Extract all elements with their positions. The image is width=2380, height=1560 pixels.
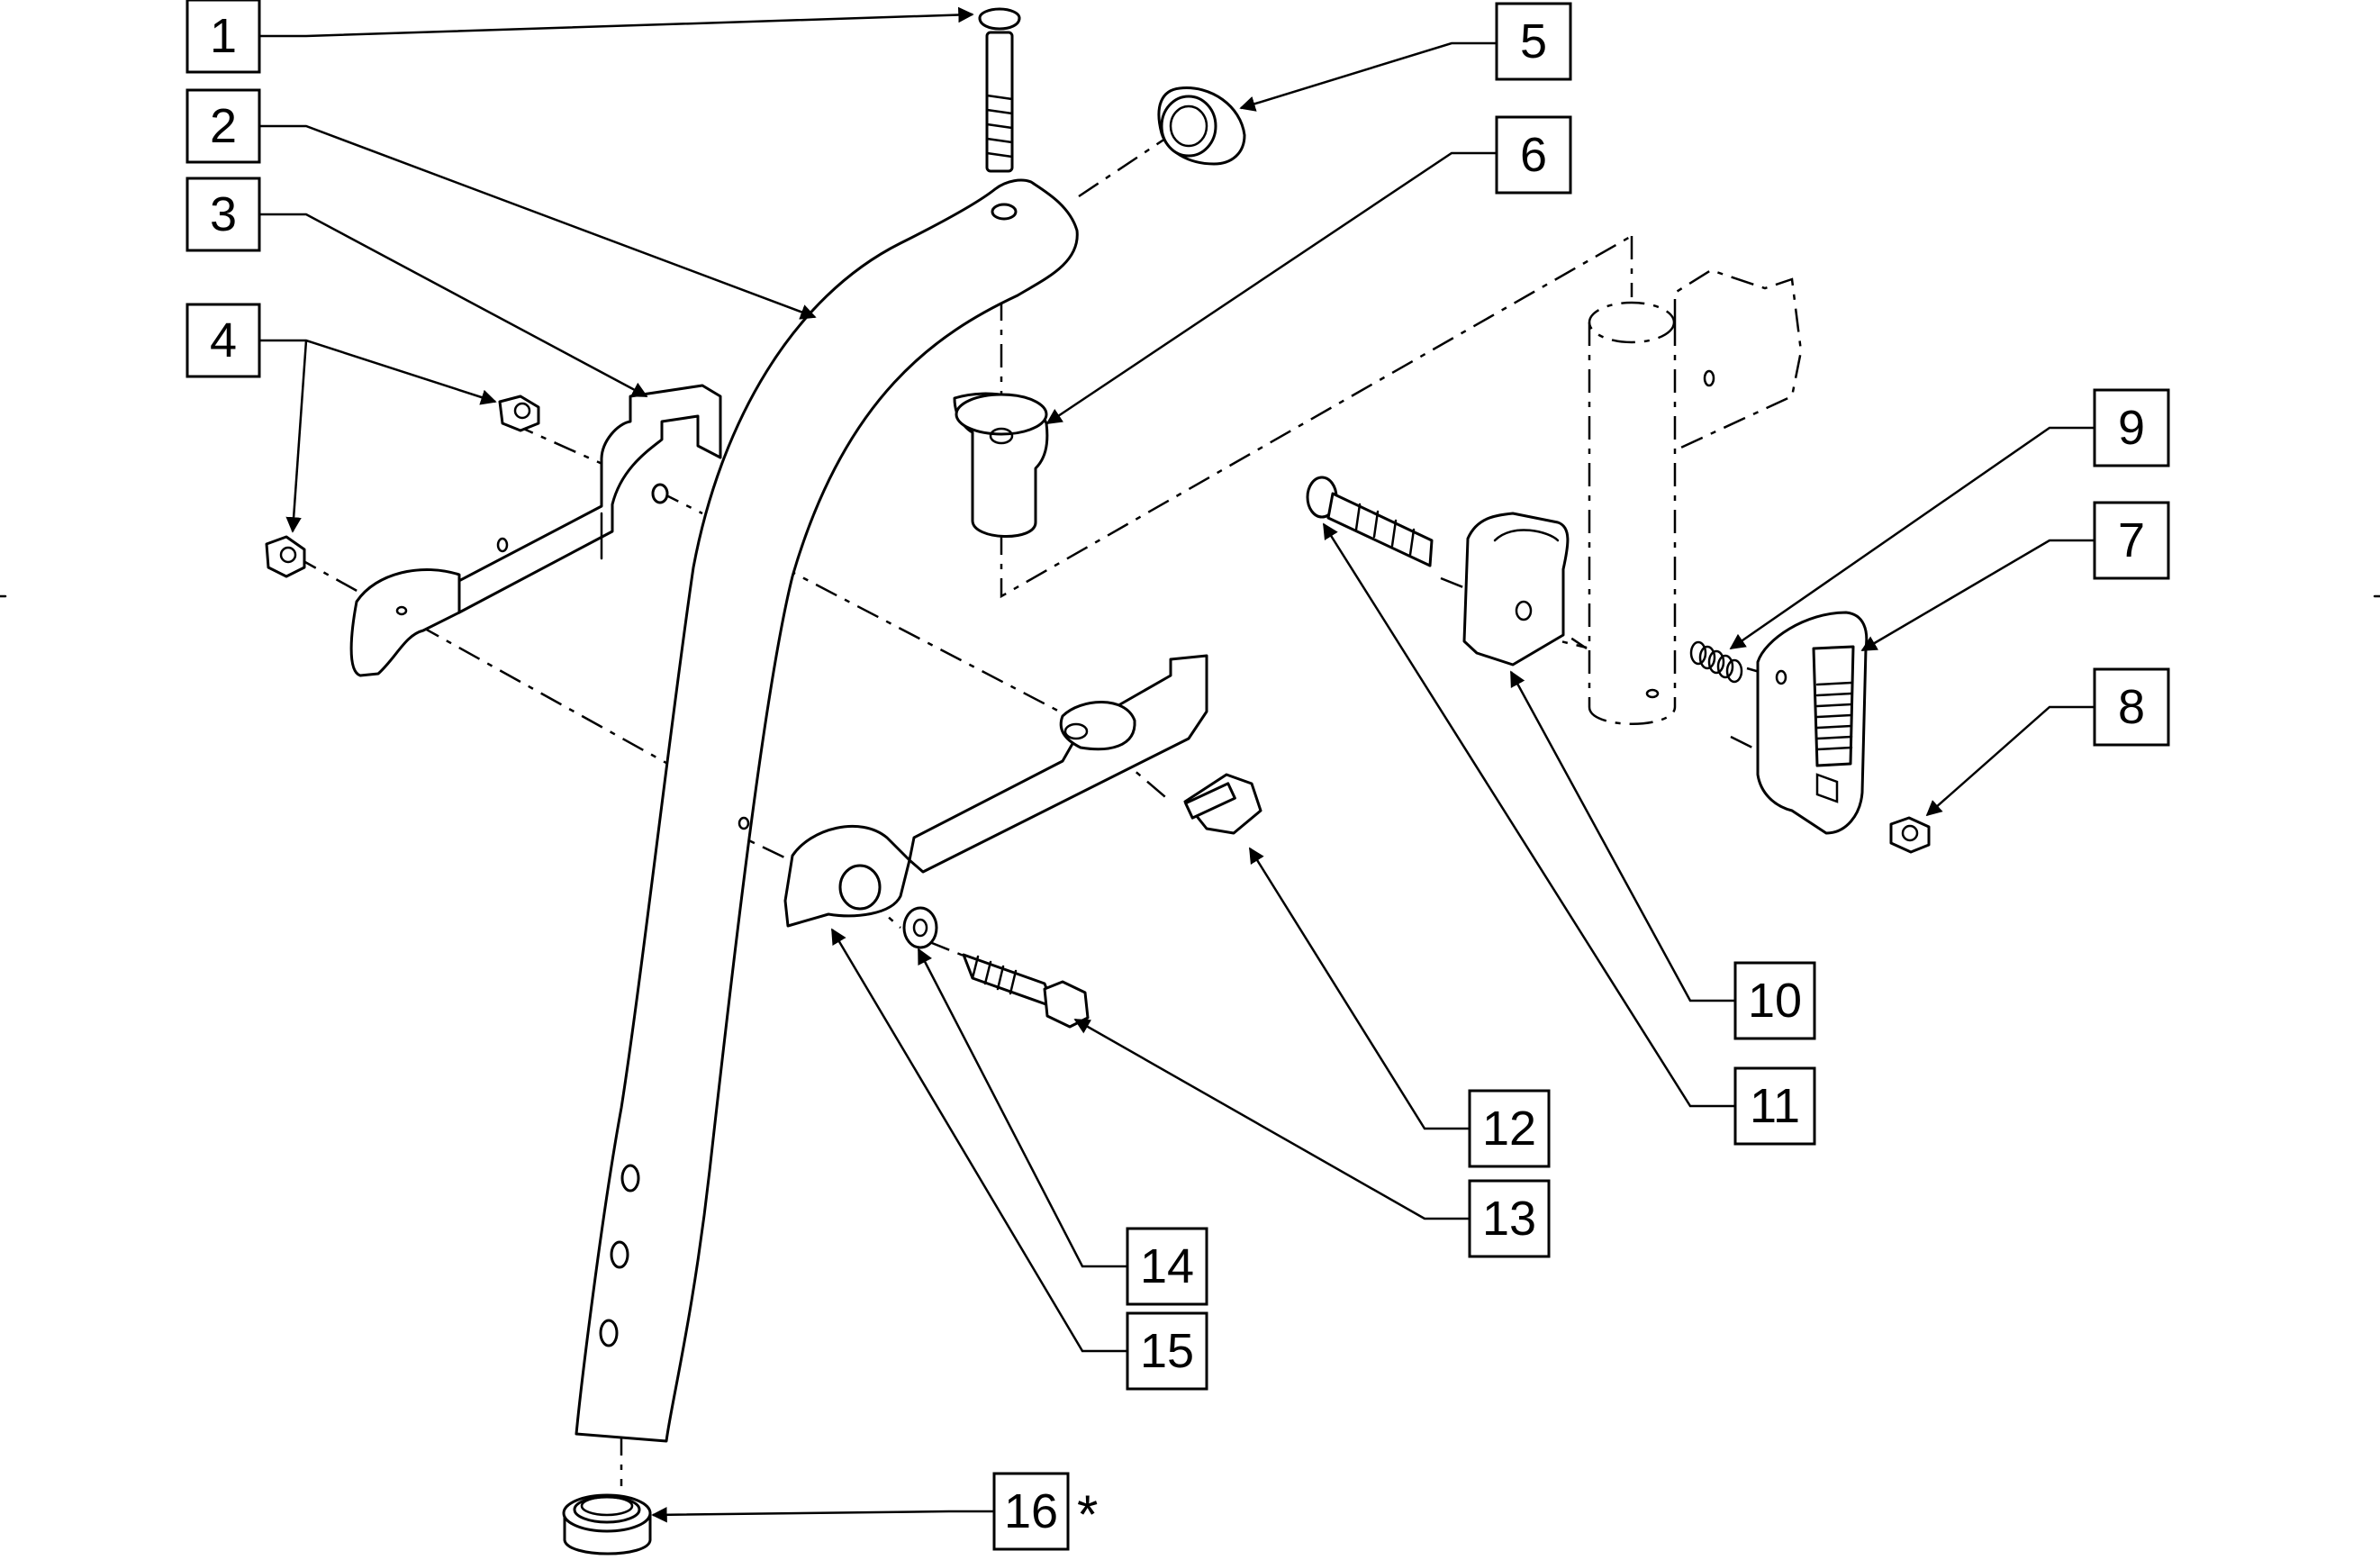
callout-9-label: 9 — [2118, 401, 2145, 455]
callout-4-label: 4 — [210, 313, 237, 367]
leader-lines — [259, 6, 2095, 1523]
part-7-lever-housing — [1756, 611, 1869, 835]
part-10-clamp — [1462, 512, 1570, 667]
callout-14: 14 — [1126, 1227, 1208, 1306]
callout-14-label: 14 — [1140, 1239, 1194, 1293]
callout-13: 13 — [1468, 1179, 1551, 1258]
part-5-bushing — [1157, 86, 1246, 166]
callout-13-label: 13 — [1482, 1192, 1536, 1246]
callout-2-label: 2 — [210, 99, 237, 153]
part-14-washer — [902, 906, 938, 949]
callout-12: 12 — [1468, 1089, 1551, 1168]
part-6-collar — [953, 392, 1049, 538]
part-13-bolt — [962, 953, 1090, 1029]
callout-8-label: 8 — [2118, 680, 2145, 734]
callout-7-label: 7 — [2118, 513, 2145, 567]
callout-3: 3 — [186, 177, 261, 252]
part-4-nut-upper — [498, 395, 540, 432]
callout-5: 5 — [1495, 2, 1572, 81]
callout-3-label: 3 — [210, 187, 237, 241]
part-4-nut-lower — [265, 535, 306, 578]
callout-6-label: 6 — [1520, 128, 1547, 182]
part-1-bolt — [978, 7, 1021, 173]
callout-11: 11 — [1733, 1066, 1816, 1146]
callout-11-label: 11 — [1750, 1079, 1800, 1133]
callout-15-label: 15 — [1140, 1324, 1194, 1378]
callout-6: 6 — [1495, 115, 1572, 195]
callout-12-label: 12 — [1482, 1102, 1536, 1156]
part-11-pin — [1306, 476, 1434, 567]
callout-16: 16 — [992, 1472, 1070, 1551]
callout-10-label: 10 — [1748, 974, 1802, 1028]
callout-7: 7 — [2093, 501, 2170, 580]
part-9-spring — [1689, 640, 1743, 684]
callout-15: 15 — [1126, 1311, 1208, 1391]
callout-1: 1 — [186, 0, 261, 74]
part-16-end-cap — [562, 1493, 652, 1555]
part-15-lower-bracket — [738, 654, 1208, 928]
callout-16-label: 16 — [1004, 1484, 1058, 1538]
callout-4: 4 — [186, 303, 261, 378]
part-8-nut — [1889, 816, 1931, 854]
callout-2: 2 — [186, 88, 261, 164]
part-12-bolt — [1183, 773, 1262, 835]
part-3-bracket — [349, 384, 722, 677]
callout-8: 8 — [2093, 667, 2170, 747]
callout-5-label: 5 — [1520, 14, 1547, 68]
callout-9: 9 — [2093, 388, 2170, 467]
callout-1-label: 1 — [210, 9, 237, 63]
callout-10: 10 — [1733, 961, 1816, 1040]
note-asterisk: * — [1077, 1484, 1098, 1545]
chair-frame-post — [1588, 268, 1803, 725]
